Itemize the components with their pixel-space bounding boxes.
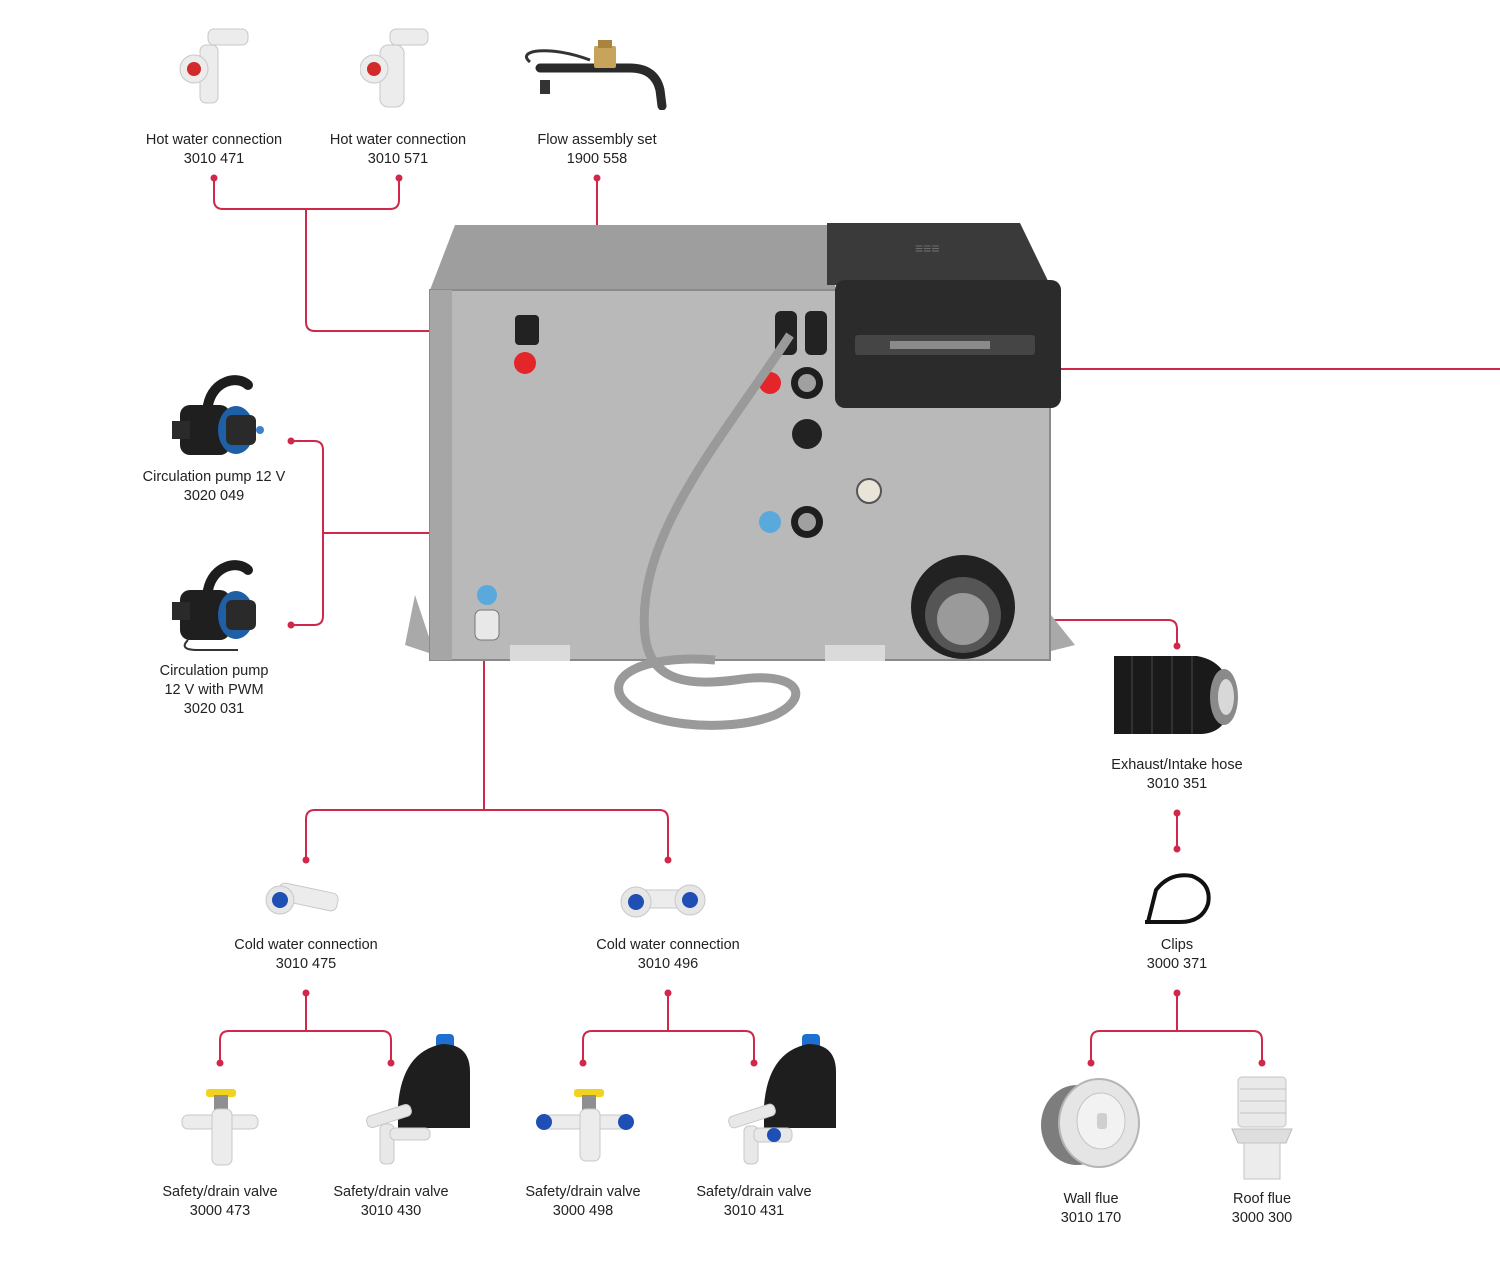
drain-valve-icon — [181, 1089, 259, 1166]
part-number: 3010 475 — [275, 956, 337, 972]
part-name: Cold water connection — [234, 937, 378, 953]
part-name: Safety/drain valve — [333, 1184, 449, 1200]
part-roof-flue: Roof flue 3000 300 — [1162, 1190, 1362, 1228]
part-number: 3000 300 — [1231, 1210, 1293, 1226]
part-name: Hot water connection — [145, 132, 283, 148]
part-exhaust-intake-hose: Exhaust/Intake hose 3010 351 — [1077, 756, 1277, 794]
part-number: 3020 049 — [183, 488, 245, 504]
elbow-fitting-red-icon — [360, 28, 429, 108]
part-name: Wall flue — [1063, 1191, 1119, 1207]
part-name: Circulation pump 12 V — [142, 469, 286, 485]
pump-icon — [172, 560, 256, 651]
elbow-fitting-blue-icon — [620, 884, 706, 918]
part-safety-drain-valve-1: Safety/drain valve 3000 473 — [120, 1183, 320, 1221]
water-heater-unit: ≡≡≡ — [405, 223, 1075, 730]
part-name: Roof flue — [1232, 1191, 1292, 1207]
part-number: 3010 496 — [637, 956, 699, 972]
part-safety-drain-valve-4: Safety/drain valve 3010 431 — [654, 1183, 854, 1221]
elbow-fitting-red-icon — [179, 28, 249, 104]
drain-valve-icon — [536, 1089, 634, 1162]
part-safety-drain-valve-3: Safety/drain valve 3000 498 — [483, 1183, 683, 1221]
part-name: Safety/drain valve — [162, 1184, 278, 1200]
flow-assembly-icon — [525, 40, 667, 110]
part-number: 1900 558 — [566, 151, 628, 167]
part-name-line-2: 12 V with PWM — [164, 682, 264, 698]
part-wall-flue: Wall flue 3010 170 — [991, 1190, 1191, 1228]
part-number: 3010 170 — [1060, 1210, 1122, 1226]
part-clips: Clips 3000 371 — [1077, 936, 1277, 974]
part-number: 3010 351 — [1146, 776, 1208, 792]
roof-flue-icon — [1231, 1076, 1293, 1180]
svg-text:≡≡≡: ≡≡≡ — [915, 240, 940, 256]
part-circulation-pump-pwm: Circulation pump 12 V with PWM 3020 031 — [114, 662, 314, 719]
part-hot-water-connection-1: Hot water connection 3010 471 — [114, 131, 314, 169]
part-number: 3010 431 — [723, 1203, 785, 1219]
part-number: 3000 498 — [552, 1203, 614, 1219]
part-name: Exhaust/Intake hose — [1111, 757, 1243, 773]
part-number: 3000 473 — [189, 1203, 251, 1219]
part-number: 3010 471 — [183, 151, 245, 167]
part-number: 3010 571 — [367, 151, 429, 167]
part-number: 3010 430 — [360, 1203, 422, 1219]
part-name: Flow assembly set — [537, 132, 657, 148]
part-name-line-1: Circulation pump — [159, 663, 269, 679]
part-name: Hot water connection — [329, 132, 467, 148]
clip-icon — [1145, 873, 1211, 924]
part-safety-drain-valve-2: Safety/drain valve 3010 430 — [291, 1183, 491, 1221]
part-name: Clips — [1160, 937, 1194, 953]
part-cold-water-connection-1: Cold water connection 3010 475 — [206, 936, 406, 974]
safety-valve-icon — [366, 1034, 470, 1165]
part-flow-assembly-set: Flow assembly set 1900 558 — [497, 131, 697, 169]
wall-flue-icon — [1041, 1078, 1140, 1168]
part-hot-water-connection-2: Hot water connection 3010 571 — [298, 131, 498, 169]
part-name: Safety/drain valve — [525, 1184, 641, 1200]
part-cold-water-connection-2: Cold water connection 3010 496 — [568, 936, 768, 974]
part-number: 3020 031 — [183, 701, 245, 717]
pump-icon — [172, 375, 264, 455]
safety-valve-icon — [728, 1034, 836, 1165]
part-circulation-pump-12v: Circulation pump 12 V 3020 049 — [114, 468, 314, 506]
elbow-fitting-blue-icon — [265, 882, 339, 915]
part-name: Cold water connection — [596, 937, 740, 953]
part-number: 3000 371 — [1146, 956, 1208, 972]
part-name: Safety/drain valve — [696, 1184, 812, 1200]
hose-icon — [1114, 656, 1238, 734]
